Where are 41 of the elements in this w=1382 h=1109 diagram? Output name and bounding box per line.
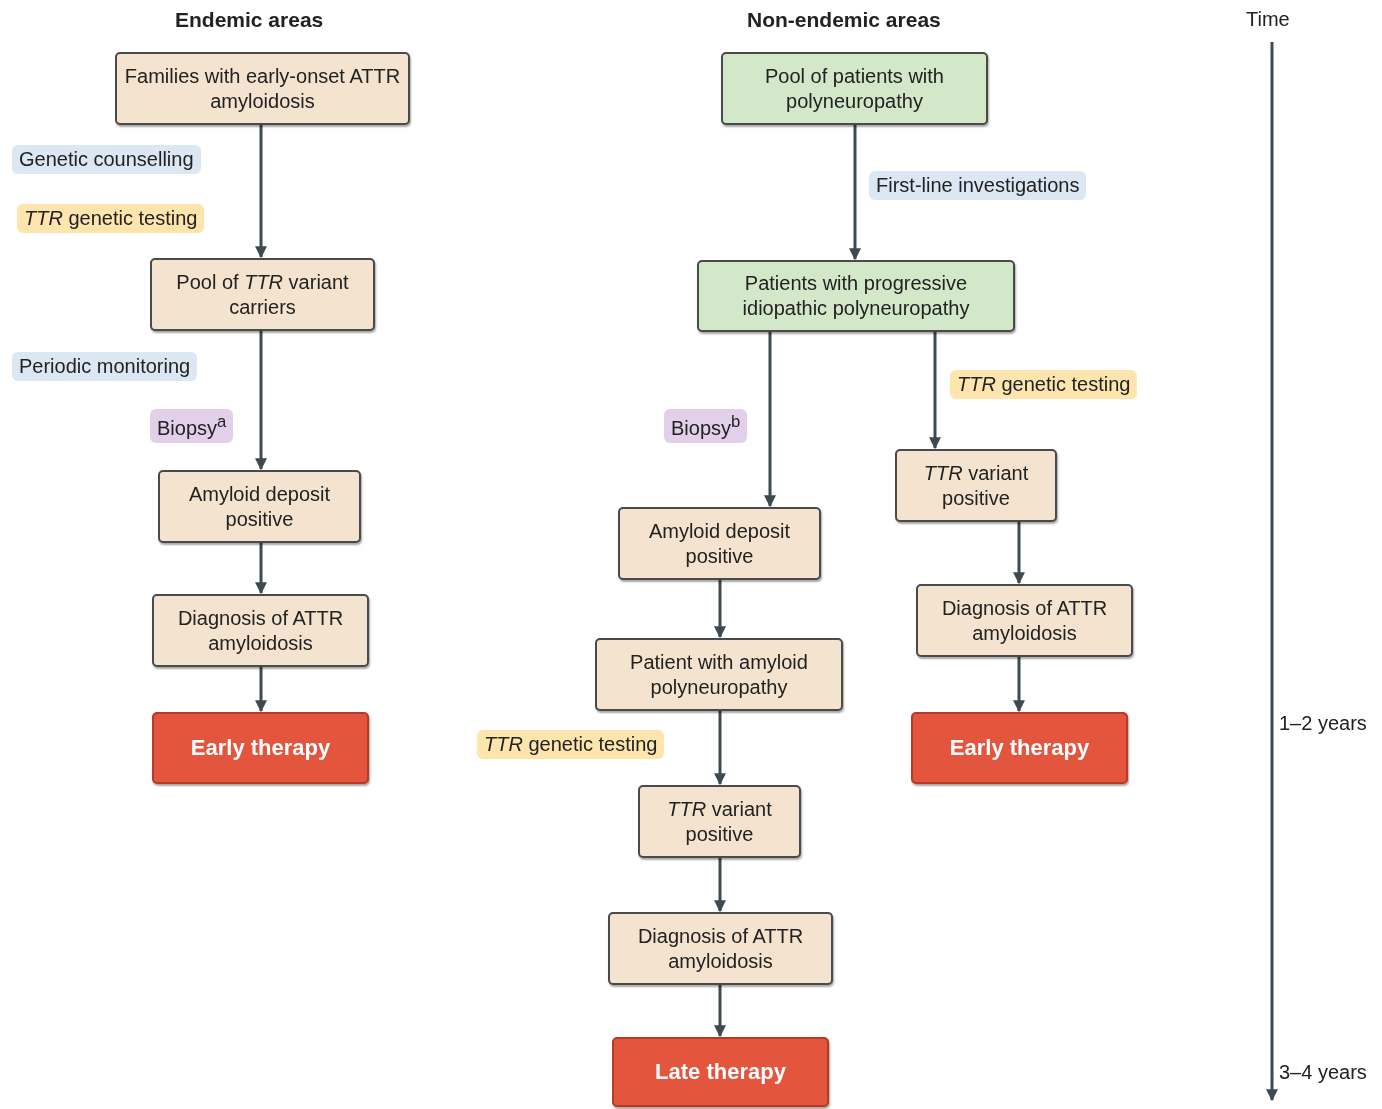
arrow bbox=[1013, 522, 1025, 585]
therapy-box: Early therapy bbox=[152, 712, 369, 784]
arrow bbox=[714, 580, 726, 639]
step-label: TTR genetic testing bbox=[17, 204, 205, 233]
therapy-box: Early therapy bbox=[911, 712, 1128, 784]
arrow bbox=[714, 858, 726, 913]
process-box: Amyloid deposit positive bbox=[158, 470, 361, 543]
step-label: First-line investigations bbox=[869, 171, 1087, 200]
process-box: Families with early-onset ATTR amyloidosis bbox=[115, 52, 410, 125]
process-box: Diagnosis of ATTR amyloidosis bbox=[152, 594, 369, 667]
arrow bbox=[714, 711, 726, 786]
column-heading: Non-endemic areas bbox=[747, 8, 941, 32]
process-box: TTR variant positive bbox=[895, 449, 1057, 522]
step-label: Genetic counselling bbox=[12, 145, 201, 174]
arrow bbox=[255, 331, 267, 471]
time-label: Time bbox=[1246, 8, 1290, 31]
column-heading: Endemic areas bbox=[175, 8, 324, 32]
step-label: TTR genetic testing bbox=[950, 370, 1138, 399]
step-label: Periodic monitoring bbox=[12, 352, 198, 381]
step-label: Biopsy$^{b}$ bbox=[664, 409, 748, 443]
process-box: Patient with amyloid polyneuropathy bbox=[595, 638, 843, 711]
process-box: Pool of patients with polyneuropathy bbox=[721, 52, 988, 125]
time-label: 3–4 years bbox=[1279, 1061, 1367, 1084]
arrow bbox=[714, 985, 726, 1038]
arrow bbox=[764, 332, 776, 508]
arrow bbox=[255, 125, 267, 259]
arrow bbox=[255, 667, 267, 713]
step-label: TTR genetic testing bbox=[477, 730, 665, 759]
step-label: Biopsy$^{a}$ bbox=[150, 409, 234, 443]
process-box: Diagnosis of ATTR amyloidosis bbox=[916, 584, 1133, 657]
arrow bbox=[929, 332, 941, 450]
therapy-box: Late therapy bbox=[612, 1037, 829, 1107]
process-box: TTR variant positive bbox=[638, 785, 801, 858]
process-box: Patients with progressive idiopathic polyneuropathy bbox=[697, 260, 1015, 332]
time-label: 1–2 years bbox=[1279, 712, 1367, 735]
process-box: Amyloid deposit positive bbox=[618, 507, 821, 580]
process-box: Pool of TTR variant carriers bbox=[150, 258, 375, 331]
process-box: Diagnosis of ATTR amyloidosis bbox=[608, 912, 833, 985]
arrow bbox=[849, 125, 861, 261]
arrow bbox=[255, 543, 267, 595]
arrow bbox=[1013, 657, 1025, 713]
